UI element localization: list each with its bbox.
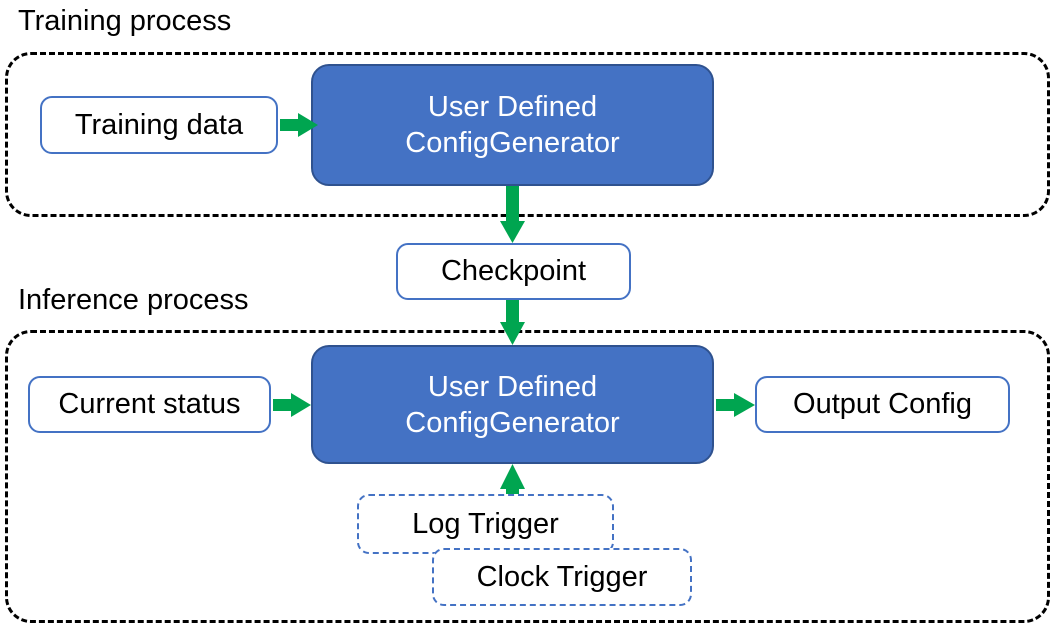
node-training-data[interactable]: Training data	[40, 96, 278, 154]
node-current-status-label: Current status	[58, 388, 241, 420]
node-clock-trigger[interactable]: Clock Trigger	[432, 548, 692, 606]
node-log-trigger-label: Log Trigger	[412, 507, 559, 540]
training-process-label: Training process	[18, 5, 232, 37]
node-output-config[interactable]: Output Config	[755, 376, 1010, 433]
node-inference-config-generator[interactable]: User Defined ConfigGenerator	[311, 345, 714, 464]
node-output-config-label: Output Config	[793, 388, 972, 420]
node-clock-trigger-label: Clock Trigger	[476, 560, 648, 593]
inference-process-group	[5, 330, 1050, 623]
node-training-config-generator[interactable]: User Defined ConfigGenerator	[311, 64, 714, 186]
node-current-status[interactable]: Current status	[28, 376, 271, 433]
node-inference-config-generator-line1: User Defined	[427, 370, 598, 403]
node-log-trigger[interactable]: Log Trigger	[357, 494, 614, 554]
node-training-config-generator-line1: User Defined	[427, 91, 598, 123]
inference-process-label: Inference process	[18, 284, 249, 316]
node-inference-config-generator-line2: ConfigGenerator	[405, 406, 620, 439]
node-checkpoint[interactable]: Checkpoint	[396, 243, 631, 300]
node-checkpoint-label: Checkpoint	[440, 255, 587, 287]
node-training-data-label: Training data	[74, 108, 244, 141]
training-process-group	[5, 52, 1050, 217]
node-training-config-generator-line2: ConfigGenerator	[405, 127, 620, 159]
